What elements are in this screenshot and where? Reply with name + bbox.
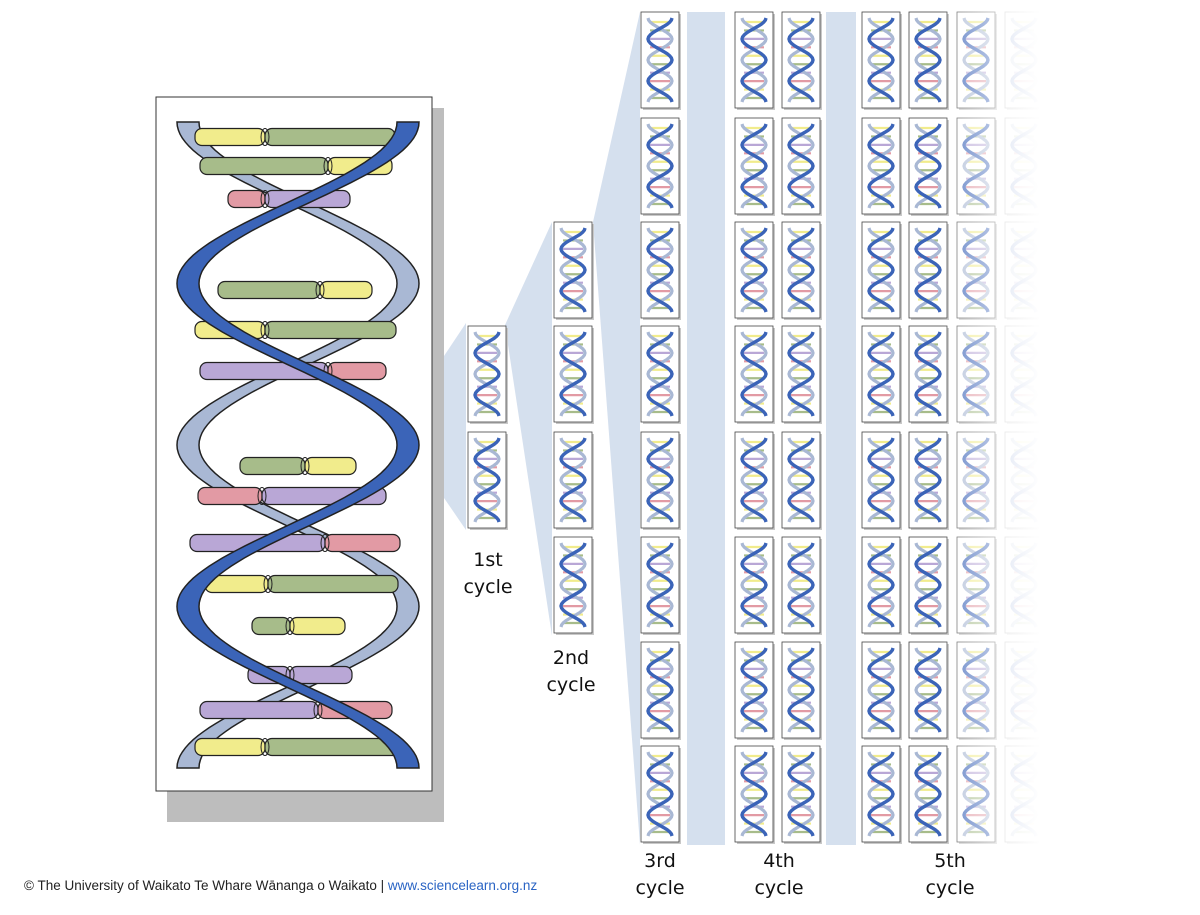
dna-copy xyxy=(640,11,681,110)
dna-copy xyxy=(734,431,775,530)
base-pair-rung xyxy=(194,737,403,757)
dna-copy xyxy=(467,431,508,530)
dna-copy xyxy=(734,745,775,844)
dna-copy xyxy=(781,641,822,740)
expansion-fan xyxy=(593,12,640,845)
dna-copy xyxy=(861,641,902,740)
dna-copy xyxy=(467,325,508,424)
dna-copy xyxy=(781,221,822,320)
dna-copy xyxy=(781,745,822,844)
dna-copy xyxy=(640,325,681,424)
dna-copy xyxy=(861,431,902,530)
expansion-fan xyxy=(826,12,856,845)
website-link[interactable]: www.sciencelearn.org.nz xyxy=(387,878,538,893)
expansion-fan xyxy=(505,222,552,636)
dna-copy xyxy=(861,745,902,844)
dna-copy xyxy=(861,221,902,320)
dna-copy xyxy=(640,117,681,216)
dna-copy xyxy=(640,745,681,844)
fade-overlay-solid xyxy=(1040,0,1200,850)
copyright-footer: © The University of Waikato Te Whare Wān… xyxy=(24,878,537,893)
dna-copy xyxy=(640,641,681,740)
dna-copy xyxy=(781,536,822,635)
dna-copy xyxy=(640,221,681,320)
dna-copy xyxy=(861,536,902,635)
large-dna-double-helix xyxy=(155,96,444,822)
base-pair-rung xyxy=(189,533,401,553)
dna-copy xyxy=(734,641,775,740)
dna-copy xyxy=(553,221,594,320)
dna-copy xyxy=(640,536,681,635)
dna-copy xyxy=(734,117,775,216)
dna-copy xyxy=(640,431,681,530)
base-pair-rung xyxy=(239,456,357,476)
dna-copy xyxy=(553,536,594,635)
expansion-fan xyxy=(687,12,725,845)
dna-copy xyxy=(861,11,902,110)
dna-copy xyxy=(734,11,775,110)
dna-strand-front xyxy=(176,121,420,769)
cycle-expansion-fans xyxy=(396,12,856,845)
copyright-text: © The University of Waikato Te Whare Wān… xyxy=(24,878,385,893)
dna-copy xyxy=(553,325,594,424)
dna-copy xyxy=(781,325,822,424)
dna-copy xyxy=(861,325,902,424)
dna-copy xyxy=(781,117,822,216)
fade-overlay xyxy=(940,0,1040,850)
dna-copy xyxy=(734,221,775,320)
dna-copy xyxy=(734,536,775,635)
base-pair-rung xyxy=(194,127,396,147)
dna-copy xyxy=(861,117,902,216)
dna-copy xyxy=(553,431,594,530)
base-pair-rung xyxy=(217,280,373,300)
dna-copy xyxy=(781,431,822,530)
dna-copy xyxy=(781,11,822,110)
dna-copy xyxy=(734,325,775,424)
base-pair-rung xyxy=(251,616,346,636)
base-pair-rung xyxy=(204,574,399,594)
